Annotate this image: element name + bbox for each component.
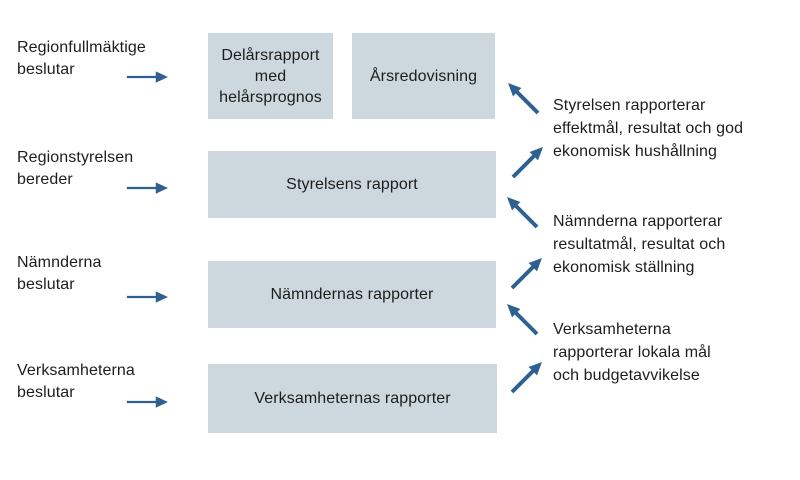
up-right-arrow-icon xyxy=(510,258,542,290)
right-arrow-icon xyxy=(126,71,168,83)
actor-verksamheterna: Verksamheterna beslutar xyxy=(17,362,135,401)
box-namndernas-rapporter: Nämndernas rapporter xyxy=(208,261,496,328)
right-arrow-icon xyxy=(126,182,168,194)
box-styrelsens-rapport: Styrelsens rapport xyxy=(208,151,496,218)
up-left-arrow-icon xyxy=(508,83,540,115)
up-left-arrow-icon xyxy=(507,197,539,229)
up-right-arrow-icon xyxy=(510,362,542,394)
actor-namnderna: Nämnderna beslutar xyxy=(17,254,102,293)
actor-regionfullmaktige: Regionfullmäktige beslutar xyxy=(17,39,146,78)
box-arsredovisning: Årsredovisning xyxy=(352,33,495,119)
up-right-arrow-icon xyxy=(511,147,543,179)
actor-regionstyrelsen: Regionstyrelsen bereder xyxy=(17,149,134,188)
box-verksamheternas-rapporter: Verksamheternas rapporter xyxy=(208,364,497,433)
annotation-styrelsen-rapporterar: Styrelsen rapporterar effektmål, resulta… xyxy=(553,97,744,160)
annotation-verksamheterna-rapporterar: Verksamheterna rapporterar lokala mål oc… xyxy=(553,321,711,384)
right-arrow-icon xyxy=(126,396,168,408)
box-delarsrapport: Delårsrapport med helårsprognos xyxy=(208,33,333,119)
right-arrow-icon xyxy=(126,291,168,303)
annotation-namnderna-rapporterar: Nämnderna rapporterar resultatmål, resul… xyxy=(553,213,726,276)
up-left-arrow-icon xyxy=(507,304,539,336)
